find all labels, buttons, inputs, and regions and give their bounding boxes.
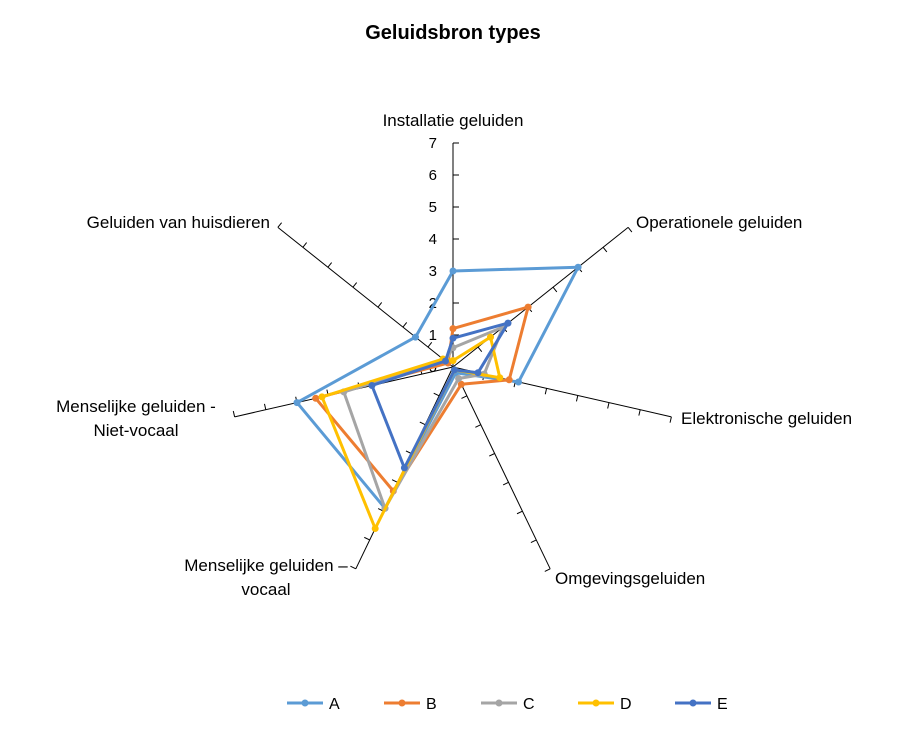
- axis-line: [452, 366, 551, 570]
- tick-label: 7: [429, 135, 437, 152]
- data-point-d: [496, 374, 504, 382]
- axis-line: [277, 226, 454, 368]
- legend-marker-e: [689, 699, 697, 707]
- axis-tick: [602, 246, 608, 253]
- category-label: Niet-vocaal: [93, 421, 178, 440]
- data-point-d: [487, 333, 494, 341]
- category-label: vocaal: [241, 580, 290, 599]
- chart-legend: A B C D E: [287, 696, 728, 713]
- axis-tick: [516, 510, 523, 515]
- axis-tick: [627, 227, 633, 233]
- axis-tick: [530, 539, 537, 544]
- data-point-e: [450, 366, 458, 374]
- tick-label: 5: [429, 199, 437, 216]
- axis-tick: [391, 479, 398, 483]
- data-point-e: [474, 369, 482, 377]
- legend-marker-b: [398, 699, 406, 707]
- category-label: Installatie geluiden: [383, 111, 524, 130]
- axis-tick: [419, 421, 426, 426]
- axis-tick: [232, 410, 236, 417]
- axis-tick: [461, 395, 468, 399]
- data-point-d: [371, 525, 379, 532]
- axis-tick: [350, 565, 357, 570]
- category-label: Menselijke geluiden –: [184, 556, 348, 575]
- tick-label: 2: [429, 295, 437, 312]
- axis-tick: [427, 342, 433, 348]
- data-point-d: [449, 357, 457, 365]
- axis-tick: [402, 322, 408, 328]
- category-label: Geluiden van huisdieren: [87, 213, 270, 232]
- axis-tick: [638, 409, 641, 416]
- legend-marker-d: [592, 699, 600, 707]
- axis-tick: [489, 453, 495, 457]
- axis-tick: [575, 395, 579, 402]
- data-point-c: [455, 375, 463, 382]
- axis-tick: [364, 536, 370, 541]
- data-point-b: [457, 380, 465, 388]
- axis-line: [452, 226, 629, 368]
- axis-tick: [327, 262, 333, 268]
- axis-tick: [277, 222, 283, 228]
- axis-tick: [377, 302, 383, 308]
- data-point-e: [368, 382, 376, 389]
- data-point-a: [574, 263, 582, 271]
- data-point-b: [505, 376, 513, 384]
- radar-series: [293, 263, 582, 532]
- legend-label-d: D: [620, 696, 632, 713]
- legend-label-e: E: [717, 696, 728, 713]
- data-point-b: [524, 303, 532, 311]
- data-point-d: [318, 393, 326, 401]
- legend-label-b: B: [426, 696, 437, 713]
- tick-label: 1: [429, 327, 437, 344]
- axis-tick: [544, 568, 551, 572]
- legend-marker-a: [301, 699, 309, 707]
- axis-tick: [302, 242, 308, 248]
- data-point-a: [412, 333, 419, 341]
- category-label: Elektronische geluiden: [681, 409, 852, 428]
- series-line-e: [370, 321, 510, 470]
- axis-tick: [502, 481, 509, 486]
- axis-tick: [477, 346, 483, 353]
- data-point-b: [312, 394, 320, 402]
- axis-tick: [263, 403, 267, 410]
- axis-tick: [607, 402, 610, 409]
- category-label: Omgevingsgeluiden: [555, 569, 705, 588]
- data-point-e: [400, 464, 408, 472]
- data-point-e: [442, 357, 449, 365]
- axis-tick: [352, 282, 358, 288]
- chart-title: Geluidsbron types: [365, 22, 541, 44]
- tick-label: 6: [429, 167, 437, 184]
- legend-label-a: A: [329, 696, 340, 713]
- tick-label: 4: [429, 231, 437, 248]
- axis-tick: [544, 388, 548, 395]
- series-line-a: [295, 265, 580, 510]
- legend-marker-c: [495, 699, 503, 707]
- axis-tick: [552, 286, 558, 293]
- data-point-b: [449, 325, 457, 333]
- category-label: Menselijke geluiden -: [56, 397, 216, 416]
- legend-label-c: C: [523, 696, 535, 713]
- axis-tick: [475, 424, 481, 428]
- series-line-c: [342, 325, 505, 510]
- tick-label: 3: [429, 263, 437, 280]
- data-point-a: [449, 267, 457, 275]
- data-point-a: [293, 399, 301, 407]
- category-label: Operationele geluiden: [636, 213, 802, 232]
- data-point-e: [449, 334, 457, 342]
- data-point-e: [504, 319, 512, 327]
- axis-tick: [669, 416, 672, 423]
- axis-tick: [433, 392, 440, 397]
- data-point-a: [515, 378, 522, 386]
- series-line-d: [320, 335, 502, 530]
